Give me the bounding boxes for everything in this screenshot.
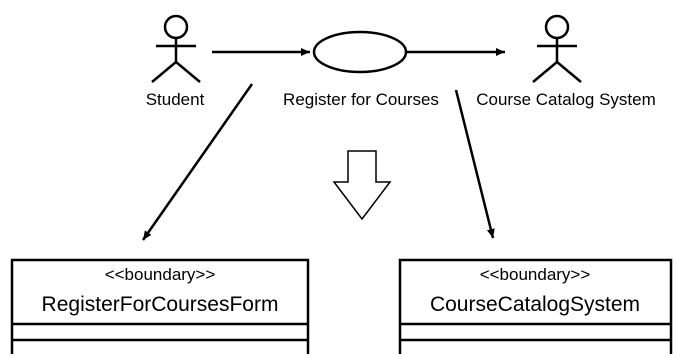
- catalog-actor[interactable]: [532, 14, 582, 83]
- class-box-course-catalog[interactable]: <<boundary>> CourseCatalogSystem: [398, 258, 673, 354]
- catalog-head: [544, 14, 570, 40]
- transformation-down-arrow-icon: [332, 150, 392, 221]
- catalog-left-leg: [532, 61, 558, 83]
- student-to-form-arrow: [141, 83, 254, 241]
- class-box-register-form[interactable]: <<boundary>> RegisterForCoursesForm: [10, 258, 310, 354]
- class-name-right: CourseCatalogSystem: [430, 293, 640, 316]
- use-case-label: Register for Courses: [283, 90, 439, 109]
- class-stereotype-left: <<boundary>>: [105, 265, 216, 284]
- student-actor[interactable]: [151, 14, 201, 83]
- catalog-label: Course Catalog System: [476, 90, 656, 109]
- class-box-register-form-frame: [10, 258, 310, 354]
- usecase-to-catalogsystem-arrow: [454, 89, 495, 239]
- student-left-leg: [151, 61, 177, 83]
- use-case-ellipse[interactable]: [312, 30, 408, 74]
- class-name-left: RegisterForCoursesForm: [42, 293, 279, 316]
- student-right-leg: [175, 61, 201, 83]
- class-stereotype-right: <<boundary>>: [480, 265, 591, 284]
- student-head: [163, 14, 189, 40]
- class-box-course-catalog-frame: [398, 258, 673, 354]
- catalog-right-leg: [556, 61, 582, 83]
- student-label: Student: [146, 90, 205, 109]
